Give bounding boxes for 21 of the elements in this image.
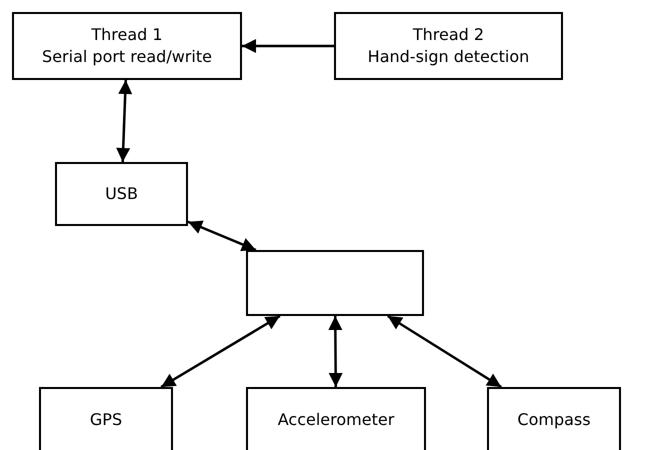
arrow: [328, 316, 343, 387]
process-box: [12, 12, 242, 80]
process-box: [334, 12, 563, 80]
process-box: [487, 387, 621, 450]
arrow: [188, 220, 256, 252]
process-box: [55, 162, 188, 226]
process-box: [246, 250, 424, 316]
arrow: [387, 314, 502, 388]
box-label: Thread 1: [91, 24, 163, 46]
process-box: [39, 387, 173, 450]
arrow: [160, 314, 280, 388]
box-label: Thread 2: [412, 24, 484, 46]
arrow: [242, 39, 334, 53]
process-box: [246, 387, 426, 450]
arrow: [116, 80, 132, 162]
box-label: Compass: [517, 409, 591, 431]
box-label: Serial port read/write: [42, 46, 212, 68]
box-label: GPS: [90, 409, 122, 431]
box-label: USB: [105, 183, 138, 205]
box-label: Hand-sign detection: [368, 46, 530, 68]
box-label: Accelerometer: [278, 409, 394, 431]
